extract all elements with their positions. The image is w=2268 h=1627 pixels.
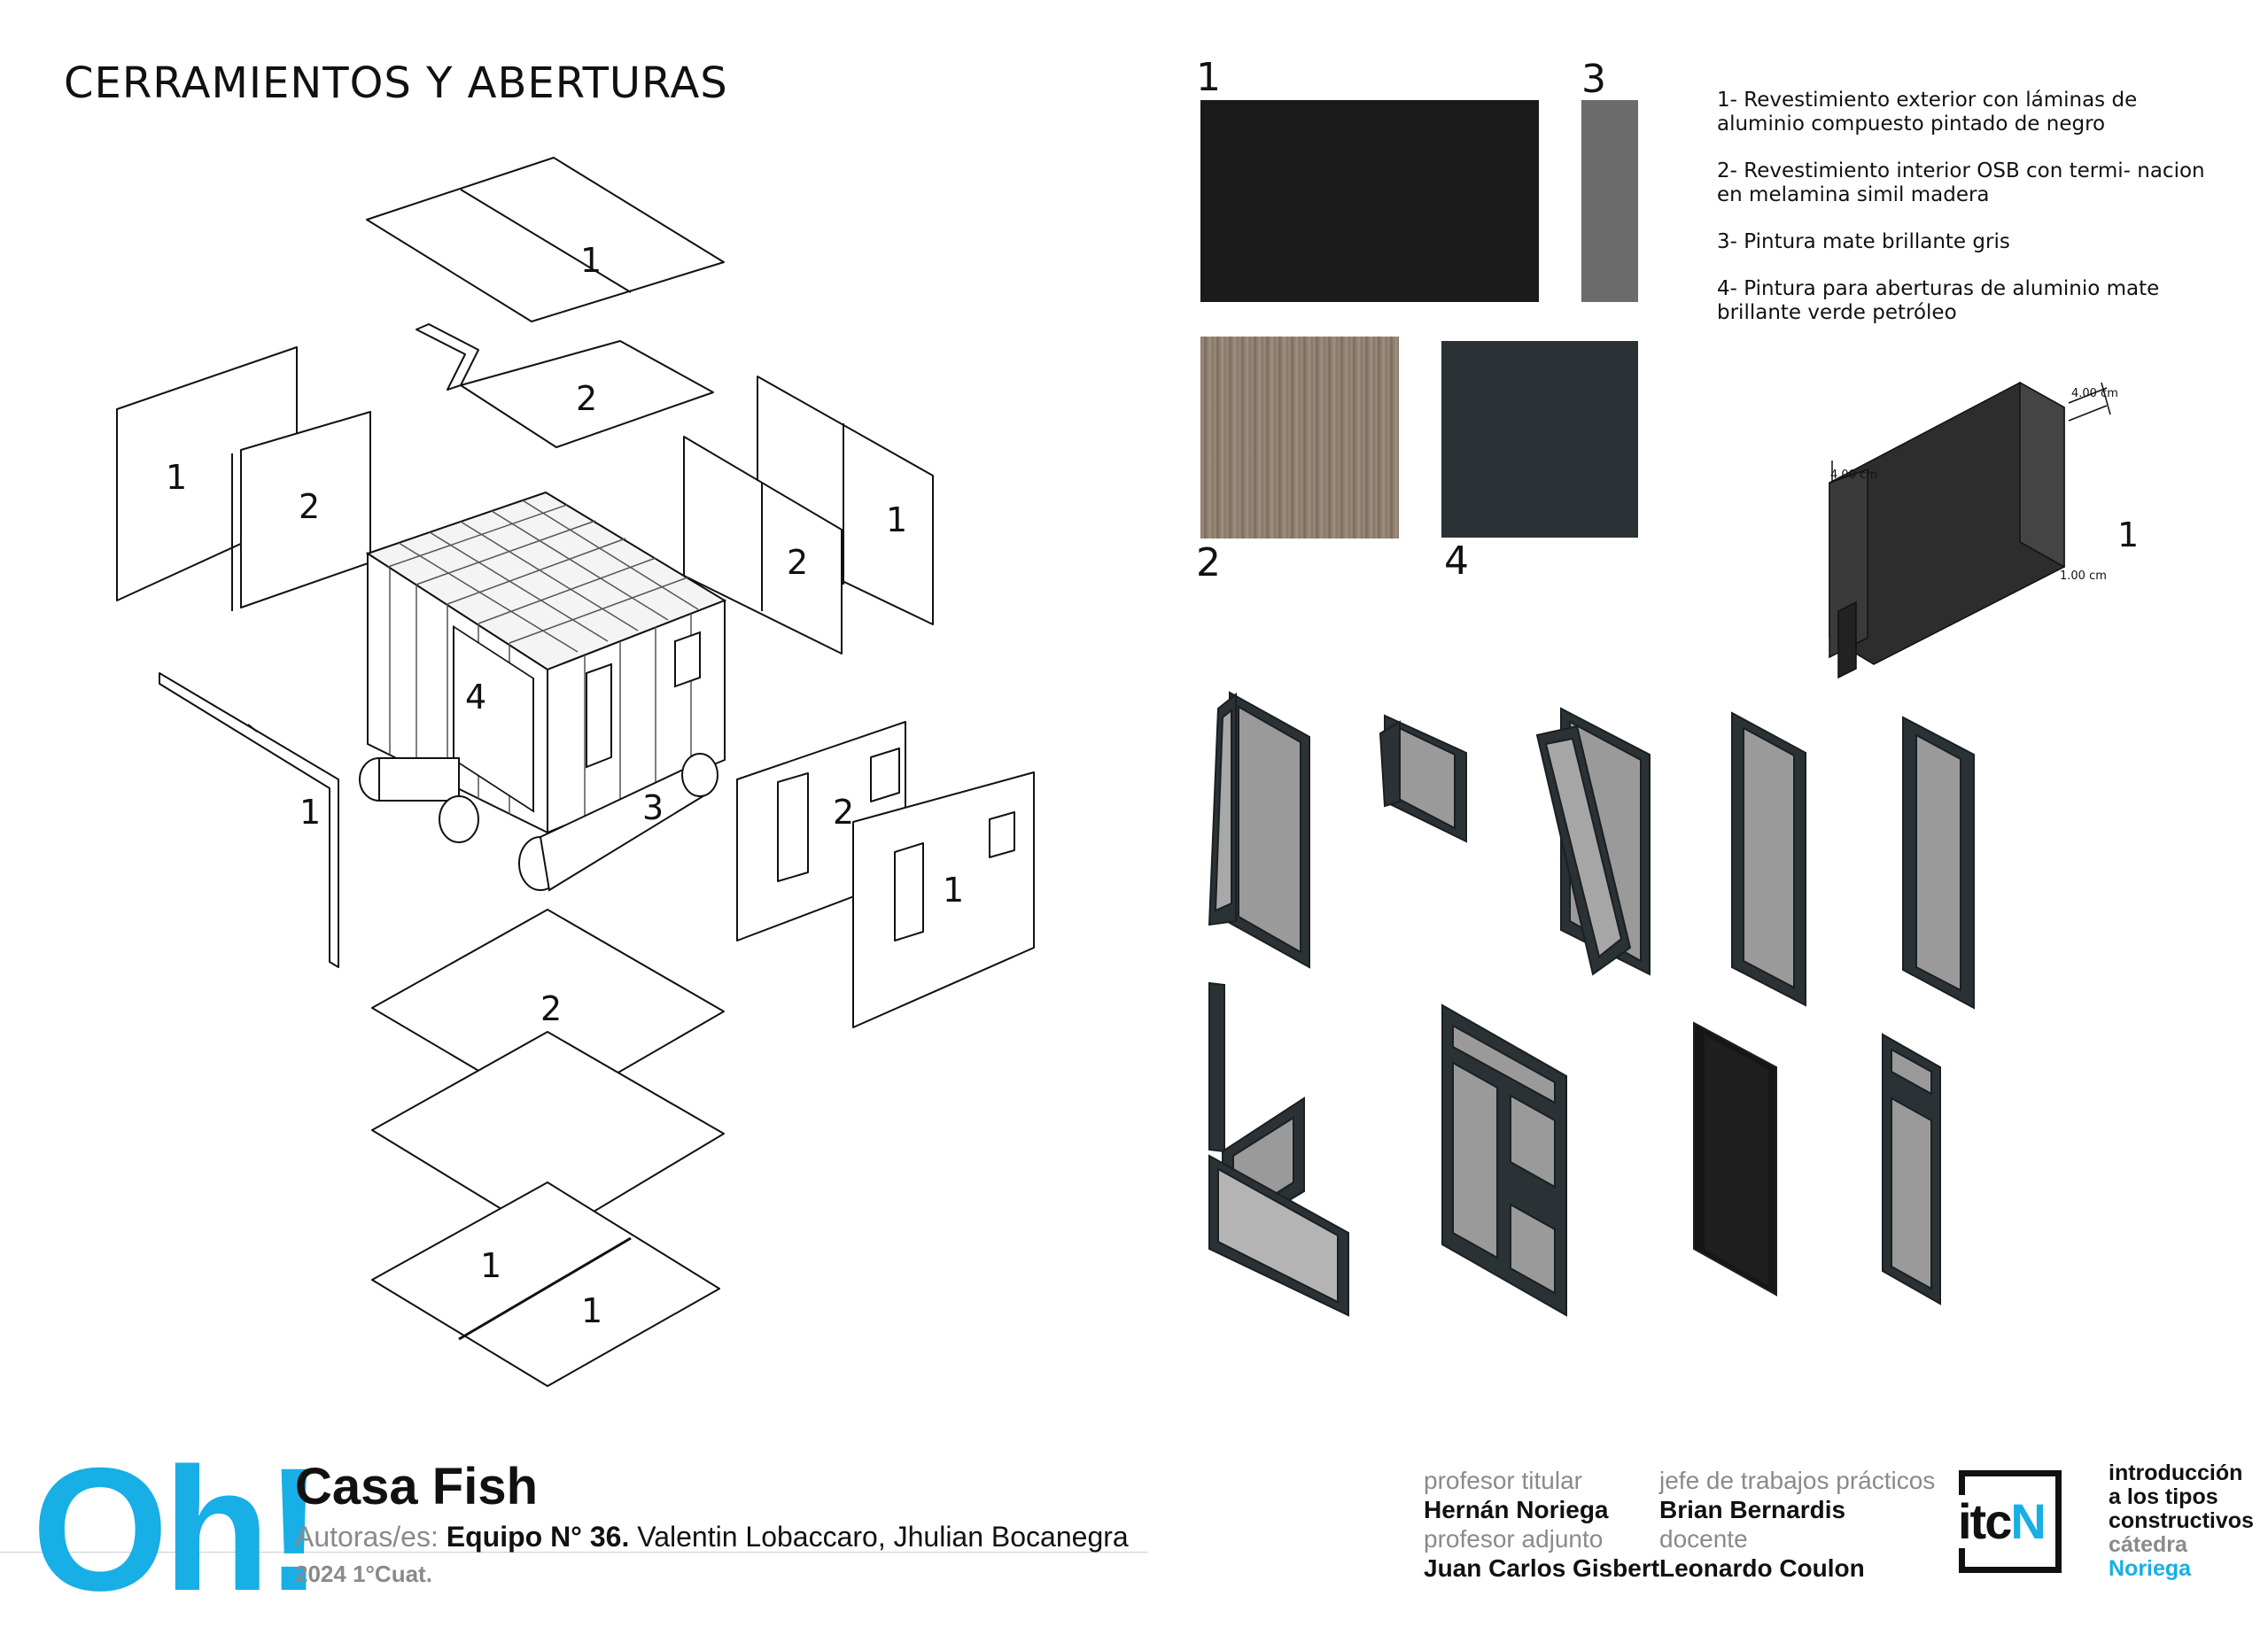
catedra-name: Noriega bbox=[2109, 1556, 2192, 1581]
itcn-logo-accent: N bbox=[2010, 1493, 2046, 1549]
profile-number: 1 bbox=[2117, 515, 2139, 554]
swatch-grey-paint bbox=[1581, 100, 1638, 302]
staff-column-right: jefe de trabajos prácticos Brian Bernard… bbox=[1659, 1466, 1935, 1583]
dimension-bottom: 1.00 cm bbox=[2060, 569, 2107, 583]
authors-names: Valentin Lobaccaro, Jhulian Bocanegra bbox=[637, 1521, 1129, 1553]
swatch-number: 3 bbox=[1581, 57, 1606, 102]
window-small-tilt bbox=[1379, 714, 1467, 843]
door-solid bbox=[1693, 1021, 1777, 1297]
staff-role: jefe de trabajos prácticos bbox=[1659, 1467, 1936, 1494]
roof-panel-exterior bbox=[366, 157, 725, 322]
swatch-exterior-cladding bbox=[1200, 100, 1539, 302]
exploded-label: 3 bbox=[642, 788, 664, 827]
authors-row: Autoras/es: Equipo N° 36. Valentin Lobac… bbox=[295, 1521, 1129, 1553]
swatch-number: 1 bbox=[1196, 55, 1221, 100]
floor-panel-exterior bbox=[371, 1182, 720, 1387]
exploded-label: 2 bbox=[576, 379, 597, 418]
staff-role: docente bbox=[1659, 1525, 1748, 1553]
door-double-transom bbox=[1441, 1003, 1567, 1317]
roof-flashing bbox=[416, 323, 479, 391]
swatch-number: 4 bbox=[1444, 538, 1469, 584]
window-corner bbox=[1208, 981, 1349, 1317]
swatch-osb-wood bbox=[1200, 337, 1399, 538]
legend-item: 1- Revestimiento exterior con láminas de… bbox=[1717, 89, 2138, 136]
exploded-label: 2 bbox=[787, 543, 808, 582]
exploded-label: 1 bbox=[580, 241, 602, 280]
itcn-logo: itcN bbox=[1956, 1495, 2047, 1548]
course-line: a los tipos bbox=[2109, 1484, 2218, 1509]
staff-role: profesor adjunto bbox=[1424, 1525, 1604, 1553]
floor-subpanel bbox=[371, 1031, 725, 1239]
window-fixed-narrow bbox=[1902, 716, 1975, 1010]
staff-column-left: profesor titular Hernán Noriega profesor… bbox=[1424, 1466, 1659, 1583]
page-title: CERRAMIENTOS Y ABERTURAS bbox=[64, 58, 728, 108]
steel-frame-module bbox=[359, 491, 727, 892]
dimension-left: 4.00 cm bbox=[1830, 469, 1877, 482]
window-catalogue bbox=[1208, 691, 1975, 1317]
exploded-label: 1 bbox=[886, 500, 907, 539]
exploded-label: 1 bbox=[480, 1246, 501, 1285]
staff-name: Hernán Noriega bbox=[1424, 1496, 1609, 1523]
footer-divider bbox=[0, 1552, 1147, 1553]
itcn-logo-main: itc bbox=[1958, 1493, 2012, 1549]
staff-name: Juan Carlos Gisbert bbox=[1424, 1554, 1660, 1582]
course-line: constructivos bbox=[2109, 1508, 2254, 1533]
legend-item: 3- Pintura mate brillante gris bbox=[1717, 230, 2010, 253]
exploded-label: 1 bbox=[581, 1291, 602, 1330]
window-awning bbox=[1208, 691, 1310, 969]
team-number: Equipo N° 36. bbox=[446, 1521, 630, 1553]
legend-item: 2- Revestimiento interior OSB con termi-… bbox=[1717, 159, 2205, 206]
corner-trim bbox=[159, 672, 339, 968]
term: 2024 1°Cuat. bbox=[295, 1561, 432, 1587]
staff-name: Leonardo Coulon bbox=[1659, 1554, 1865, 1582]
swatch-petrol-green bbox=[1441, 341, 1638, 538]
window-tilt-turn bbox=[1535, 707, 1651, 976]
authors-label: Autoras/es: bbox=[295, 1521, 439, 1553]
exploded-label: 1 bbox=[299, 793, 321, 832]
exploded-label: 2 bbox=[833, 793, 854, 832]
materials-legend: 1- Revestimiento exterior con láminas de… bbox=[1717, 89, 2213, 348]
legend-item: 4- Pintura para aberturas de aluminio ma… bbox=[1717, 277, 2160, 324]
roof-panel-interior bbox=[460, 340, 714, 448]
course-line: introducción bbox=[2109, 1460, 2243, 1485]
exploded-label: 2 bbox=[299, 487, 320, 526]
dimension-top: 4.00 cm bbox=[2071, 387, 2118, 400]
course-block: introducción a los tipos constructivos c… bbox=[2109, 1461, 2254, 1581]
oh-logo: Oh! bbox=[32, 1431, 323, 1627]
catedra-label: cátedra bbox=[2109, 1532, 2187, 1557]
door-narrow-transom bbox=[1882, 1033, 1941, 1305]
exploded-label: 2 bbox=[540, 989, 562, 1028]
exploded-label: 4 bbox=[465, 678, 486, 717]
exploded-label: 1 bbox=[166, 458, 187, 497]
staff-name: Brian Bernardis bbox=[1659, 1496, 1846, 1523]
staff-role: profesor titular bbox=[1424, 1467, 1582, 1494]
aluminium-profile-detail bbox=[1829, 381, 2111, 679]
exploded-label: 1 bbox=[943, 871, 964, 910]
swatch-number: 2 bbox=[1196, 540, 1221, 585]
window-casement-tall bbox=[1731, 711, 1806, 1007]
project-title: Casa Fish bbox=[295, 1458, 538, 1515]
